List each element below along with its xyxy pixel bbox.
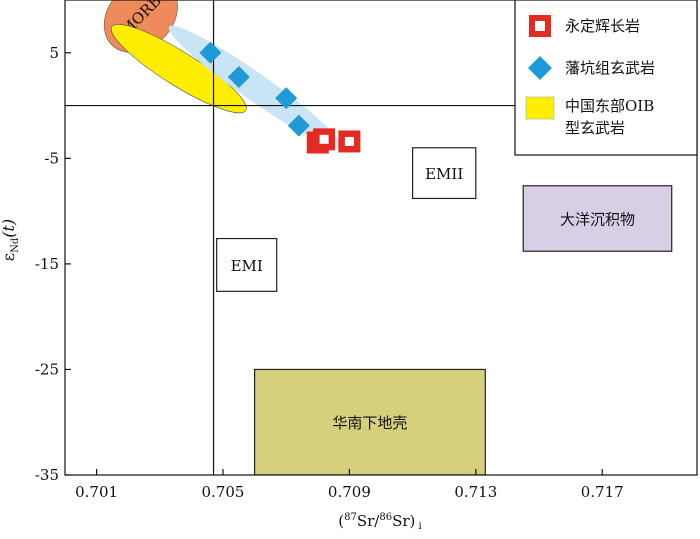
y-axis-label-part-1: Nd <box>10 237 21 253</box>
series-0-point-2-inner <box>344 136 354 146</box>
y-axis-label: εNd(t) <box>0 219 21 261</box>
legend-marker-2 <box>525 96 555 120</box>
series-0-point-1-inner <box>319 134 329 144</box>
series-1-point-2 <box>275 87 298 110</box>
legend-label-2: 中国东部OIB <box>565 97 654 115</box>
legend-label-1: 藩坑组玄武岩 <box>565 59 655 77</box>
x-tick-label-2: 0.709 <box>328 483 371 501</box>
legend-marker-0-inner <box>535 21 545 31</box>
x-axis-label-part-4: Sr) <box>392 512 415 530</box>
x-tick-label-0: 0.701 <box>75 483 118 501</box>
field-box-6 <box>254 368 486 475</box>
field-box-5 <box>522 185 673 252</box>
x-tick-label-3: 0.713 <box>454 483 497 501</box>
y-tick-label-0: 5 <box>49 44 59 62</box>
y-tick-label-1: -5 <box>44 149 59 167</box>
y-axis-label-part-0: ε <box>0 253 18 261</box>
field-label-6: 华南下地壳 <box>332 414 407 432</box>
y-tick-label-3: -25 <box>35 360 59 378</box>
y-tick-label-4: -35 <box>35 466 59 484</box>
series-1-point-1 <box>227 66 250 89</box>
field-label-5: 大洋沉积物 <box>560 211 635 229</box>
legend-marker-1 <box>528 56 552 80</box>
x-axis-label: (87Sr/86Sr) i <box>338 512 422 532</box>
series-1-point-3 <box>287 114 310 137</box>
x-axis-label-part-5: i <box>415 521 421 532</box>
series-1-point-0 <box>199 41 222 64</box>
x-tick-label-1: 0.705 <box>202 483 245 501</box>
x-axis-label-part-1: 87 <box>344 512 357 523</box>
field-box-3 <box>412 147 477 200</box>
x-axis-label-part-0: ( <box>338 512 344 530</box>
field-box-4 <box>216 237 278 292</box>
field-ellipse-1 <box>110 24 247 114</box>
x-axis-label-part-3: 86 <box>379 512 392 523</box>
field-label-3: EMII <box>425 165 463 183</box>
plot-frame <box>64 0 698 476</box>
y-tick-label-2: -15 <box>35 255 59 273</box>
x-axis-label-part-2: Sr/ <box>357 512 380 530</box>
x-tick-label-4: 0.717 <box>581 483 624 501</box>
legend-label-0: 永定辉长岩 <box>565 17 640 35</box>
field-label-4: EMI <box>231 257 263 275</box>
y-axis-label-part-2: (t) <box>0 219 18 238</box>
legend-label-2-line2: 型玄武岩 <box>565 119 625 137</box>
